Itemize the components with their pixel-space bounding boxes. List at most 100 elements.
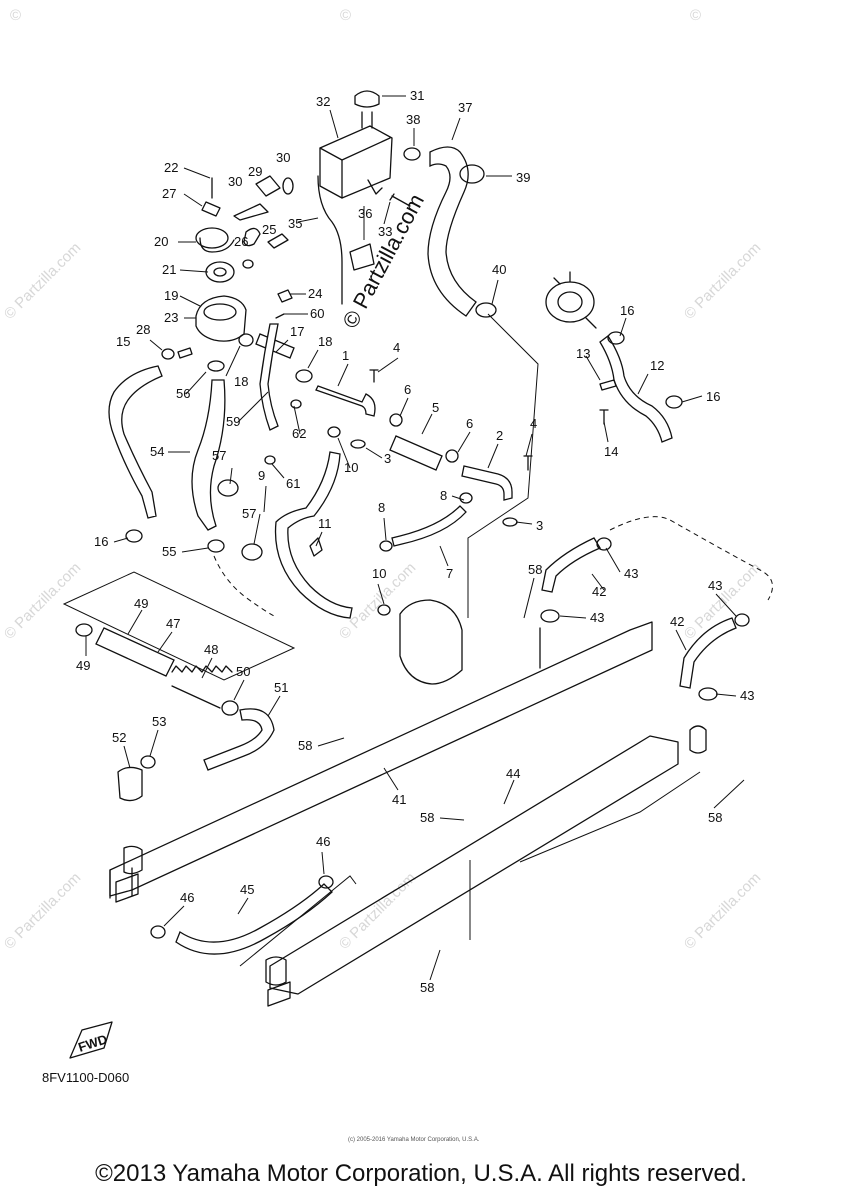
hose-17 — [255, 333, 295, 359]
callout-44: 44 — [506, 766, 520, 781]
callout-17: 17 — [290, 324, 304, 339]
drive-cover — [399, 599, 463, 685]
hose-59 — [259, 323, 279, 431]
callout-16c: 16 — [706, 389, 720, 404]
callout-58a: 58 — [528, 562, 542, 577]
callout-25: 25 — [262, 222, 276, 237]
callout-57b: 57 — [242, 506, 256, 521]
callout-30b: 30 — [276, 150, 290, 165]
callout-43d: 43 — [740, 688, 754, 703]
hose-42a — [541, 537, 601, 593]
watermark-tl: © — [10, 7, 21, 24]
clamp-53 — [140, 755, 156, 769]
hose-7 — [391, 505, 467, 547]
callout-5: 5 — [432, 400, 439, 415]
callout-21: 21 — [162, 262, 176, 277]
callout-27: 27 — [162, 186, 176, 201]
callout-8b: 8 — [378, 500, 385, 515]
leader-lines — [85, 95, 745, 981]
copyright-footer: ©2013 Yamaha Motor Corporation, U.S.A. A… — [95, 1160, 747, 1187]
callout-16a: 16 — [94, 534, 108, 549]
hose-12 — [599, 335, 673, 443]
hose-51 — [203, 708, 275, 771]
callout-58e: 58 — [420, 980, 434, 995]
small-hardware — [125, 331, 750, 939]
callout-12: 12 — [650, 358, 664, 373]
clamp-38 — [403, 147, 421, 161]
callout-51: 51 — [274, 680, 288, 695]
thermostat-assembly — [177, 175, 294, 372]
callout-59: 59 — [226, 414, 240, 429]
callout-13: 13 — [576, 346, 590, 361]
callout-40: 40 — [492, 262, 506, 277]
callout-32: 32 — [316, 94, 330, 109]
callout-58c: 58 — [420, 810, 434, 825]
hose-5 — [389, 435, 443, 471]
watermark-left-3: © Partzilla.com — [1, 869, 84, 952]
overflow-hose-35 — [317, 175, 343, 305]
water-pump — [545, 271, 597, 329]
hose-47 — [95, 627, 175, 677]
watermark-left-1: © Partzilla.com — [1, 239, 84, 322]
watermark-left-2: © Partzilla.com — [1, 559, 84, 642]
callout-15: 15 — [116, 334, 130, 349]
watermark-tr: © — [690, 7, 701, 24]
callout-1: 1 — [342, 348, 349, 363]
diagram-code: 8FV1100-D060 — [42, 1070, 130, 1085]
pipe-1 — [315, 385, 376, 417]
callout-14: 14 — [604, 444, 618, 459]
callout-23: 23 — [164, 310, 178, 325]
callout-18b: 18 — [318, 334, 332, 349]
callout-60: 60 — [310, 306, 324, 321]
callout-53: 53 — [152, 714, 166, 729]
callout-9: 9 — [258, 468, 265, 483]
callout-24: 24 — [308, 286, 322, 301]
fineprint: (c) 2005-2016 Yamaha Motor Corporation, … — [348, 1137, 480, 1143]
callout-50: 50 — [236, 664, 250, 679]
callout-42a: 42 — [592, 584, 606, 599]
callout-49b: 49 — [76, 658, 90, 673]
callout-6a: 6 — [404, 382, 411, 397]
watermark-tc: © — [340, 7, 351, 24]
callout-43c: 43 — [708, 578, 722, 593]
watermark-right-1: © Partzilla.com — [681, 239, 764, 322]
callout-41: 41 — [392, 792, 406, 807]
callout-46b: 46 — [180, 890, 194, 905]
callout-6b: 6 — [466, 416, 473, 431]
clamp-50 — [221, 700, 239, 716]
callout-45: 45 — [240, 882, 254, 897]
coolant-reservoir — [319, 90, 393, 199]
watermark-center-2: © Partzilla.com — [336, 869, 419, 952]
callout-62: 62 — [292, 426, 306, 441]
heat-exchanger-44 — [265, 725, 707, 1007]
callout-7: 7 — [446, 566, 453, 581]
callout-11: 11 — [318, 516, 332, 531]
clamp-49 — [75, 623, 93, 637]
clamp-39 — [459, 164, 485, 184]
callout-47: 47 — [166, 616, 180, 631]
callout-10a: 10 — [344, 460, 358, 475]
callout-52: 52 — [112, 730, 126, 745]
callout-18a: 18 — [234, 374, 248, 389]
callout-4b: 4 — [530, 416, 537, 431]
callout-55: 55 — [162, 544, 176, 559]
callout-54: 54 — [150, 444, 164, 459]
elbow-52 — [117, 766, 143, 802]
callout-37: 37 — [458, 100, 472, 115]
fwd-arrow: FWD — [69, 1021, 113, 1059]
pipe-2 — [461, 465, 513, 501]
callout-26: 26 — [234, 234, 248, 249]
callout-61: 61 — [286, 476, 300, 491]
callouts: 1 2 3 3 4 4 5 6 6 7 8 8 9 10 10 11 12 13… — [76, 88, 754, 995]
callout-48: 48 — [204, 642, 218, 657]
callout-16b: 16 — [620, 303, 634, 318]
callout-33: 33 — [378, 224, 392, 239]
callout-46a: 46 — [316, 834, 330, 849]
callout-35: 35 — [288, 216, 302, 231]
callout-31: 31 — [410, 88, 424, 103]
callout-2: 2 — [496, 428, 503, 443]
callout-10b: 10 — [372, 566, 386, 581]
clamp-40 — [475, 302, 497, 318]
callout-39: 39 — [516, 170, 530, 185]
